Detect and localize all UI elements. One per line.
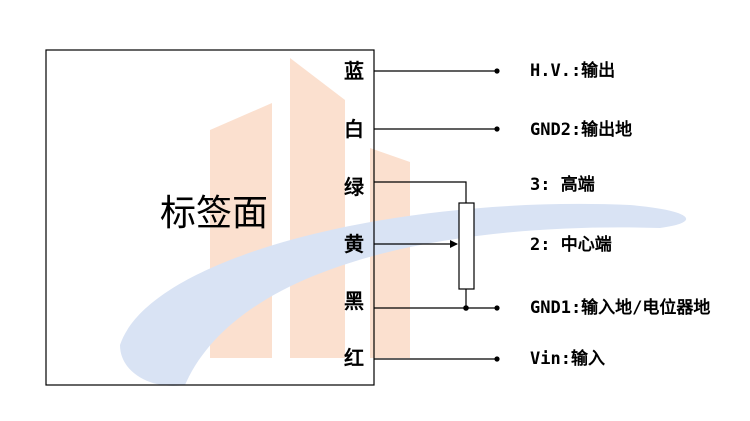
pin-label-gnd2: GND2:输出地 <box>530 120 633 140</box>
pin-label-hv-output: H.V.:输出 <box>530 61 616 81</box>
label-face-title: 标签面 <box>160 193 269 234</box>
label-face-box <box>45 49 375 386</box>
wire-label-black: 黑 <box>344 289 364 313</box>
wire-black-junction <box>463 305 469 311</box>
wire-label-yellow: 黄 <box>344 232 364 256</box>
pin-label-center-tap: 2: 中心端 <box>530 235 612 255</box>
wire-label-blue: 蓝 <box>344 59 364 83</box>
watermark-bar-right <box>370 148 410 358</box>
pin-label-vin-input: Vin:输入 <box>530 349 605 369</box>
wire-white-terminal <box>494 126 500 132</box>
watermark-swoosh <box>120 203 687 386</box>
pin-label-high-end: 3: 高端 <box>530 175 595 195</box>
wire-label-green: 绿 <box>344 175 364 199</box>
wire-blue-terminal <box>494 68 500 74</box>
wire-label-white: 白 <box>344 117 364 141</box>
wire-label-red: 红 <box>344 346 364 370</box>
wire-black-terminal <box>494 305 500 311</box>
watermark-bar-middle <box>290 58 345 358</box>
potentiometer <box>458 202 475 290</box>
pin-label-gnd1: GND1:输入地/电位器地 <box>530 298 711 318</box>
wire-red-terminal <box>494 356 500 362</box>
wire-green-line <box>374 181 467 203</box>
